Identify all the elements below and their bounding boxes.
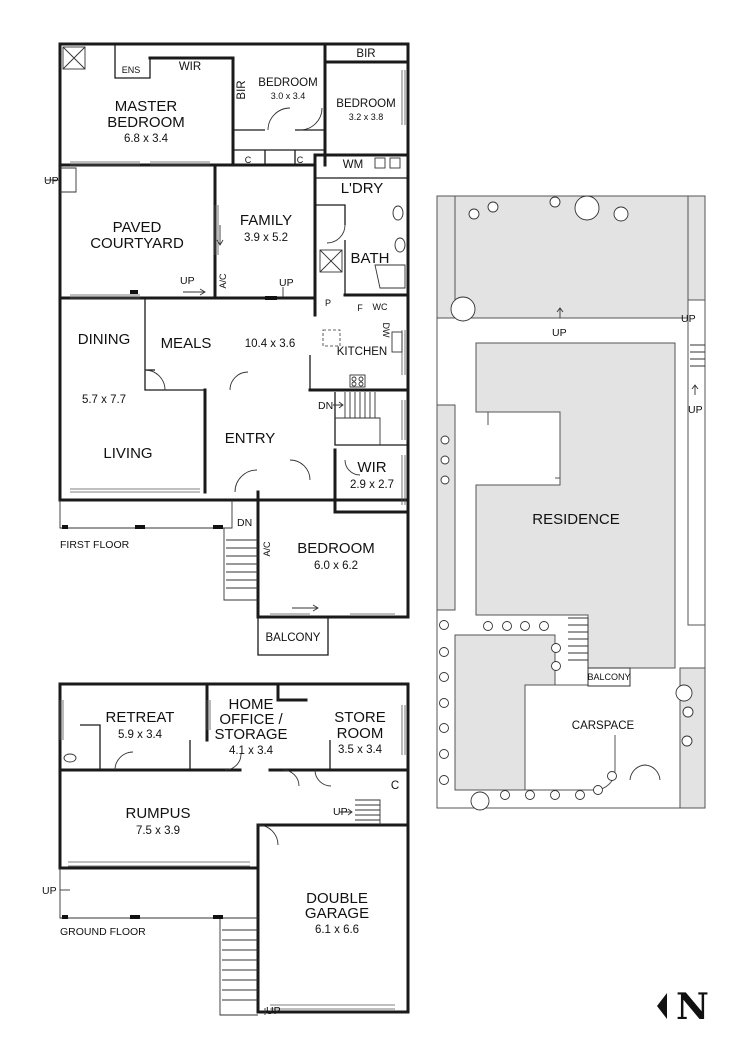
dn-label-2: DN — [237, 517, 252, 529]
bir-side-label: BIR — [236, 80, 248, 99]
stairs-first-floor — [335, 392, 381, 445]
first-floor-title: FIRST FLOOR — [60, 539, 130, 551]
master-bedroom-label-2: BEDROOM — [107, 114, 185, 131]
first-floor-plan — [46, 42, 410, 656]
ens-label: ENS — [122, 65, 141, 75]
wm-label: WM — [343, 159, 363, 171]
shower-tray — [62, 46, 86, 70]
site-plan-labels: RESIDENCE CARSPACE BALCONY UP UP UP — [532, 313, 702, 732]
bedroom2-dim: 3.0 x 3.4 — [271, 91, 306, 101]
up-label-1: UP — [44, 175, 59, 187]
retreat-label: RETREAT — [106, 709, 175, 726]
site-plan — [436, 195, 706, 811]
store-label-1: STORE — [334, 709, 385, 726]
first-floor-labels: ENS WIR BIR BIR MASTER BEDROOM 6.8 x 3.4… — [44, 48, 396, 644]
stairs-down-first — [223, 528, 258, 601]
garage-dim: 6.1 x 6.6 — [315, 924, 359, 936]
ground-floor-title: GROUND FLOOR — [60, 926, 146, 938]
pantry-label: P — [325, 298, 331, 308]
bath-label: BATH — [351, 250, 390, 267]
stairs-garage — [219, 918, 258, 1016]
master-bedroom-label-1: MASTER — [115, 98, 178, 115]
bedroom2-label: BEDROOM — [258, 77, 317, 89]
wir-top-label: WIR — [179, 61, 201, 73]
dn-label-1: DN — [318, 400, 333, 412]
north-letter: N — [676, 986, 709, 1028]
fridge-label: F — [357, 303, 363, 313]
garage-label-1: DOUBLE — [306, 890, 368, 907]
office-label-3: STORAGE — [214, 726, 287, 743]
store-dim: 3.5 x 3.4 — [338, 744, 383, 756]
ground-up-label-1: UP — [333, 806, 348, 818]
living-dim: 5.7 x 7.7 — [82, 394, 126, 406]
site-up-label-3: UP — [688, 404, 703, 416]
up-label-3: UP — [279, 277, 294, 289]
ground-floor-labels: RETREAT 5.9 x 3.4 HOME OFFICE / STORAGE … — [42, 696, 399, 1017]
entry-label: ENTRY — [225, 430, 276, 447]
wc-label: WC — [373, 302, 388, 312]
bir-top-label: BIR — [356, 48, 375, 60]
ground-floor-plan — [58, 682, 410, 1016]
meals-label: MEALS — [161, 335, 212, 352]
living-label: LIVING — [103, 445, 152, 462]
carspace-label: CARSPACE — [572, 720, 635, 732]
dw-label: DW — [381, 323, 391, 338]
site-up-label-2: UP — [681, 313, 696, 325]
stairs-ground-floor — [355, 799, 381, 825]
family-label: FAMILY — [240, 212, 292, 229]
bedroom3-dim: 3.2 x 3.8 — [349, 112, 384, 122]
family-dim: 3.9 x 5.2 — [244, 232, 288, 244]
site-trees — [439, 195, 694, 811]
office-label-1: HOME — [229, 696, 274, 713]
laundry-label: L'DRY — [341, 180, 384, 197]
kitchen-label: KITCHEN — [337, 346, 387, 358]
ac-label-2: A/C — [262, 541, 272, 557]
cupboard-ground-label: C — [391, 780, 399, 792]
store-label-2: ROOM — [337, 725, 384, 742]
courtyard-label-1: PAVED — [113, 219, 162, 236]
residence-label: RESIDENCE — [532, 511, 620, 528]
wir-dim: 2.9 x 2.7 — [350, 479, 394, 491]
north-pointer-icon — [657, 993, 667, 1019]
rumpus-label: RUMPUS — [125, 805, 190, 822]
wir-label: WIR — [357, 459, 386, 476]
office-label-2: OFFICE / — [219, 711, 283, 728]
bedroom-label: BEDROOM — [297, 540, 375, 557]
rumpus-dim: 7.5 x 3.9 — [136, 825, 180, 837]
ground-up-label-2: UP — [42, 885, 57, 897]
retreat-dim: 5.9 x 3.4 — [118, 729, 163, 741]
courtyard-label-2: COURTYARD — [90, 235, 184, 252]
site-balcony-label: BALCONY — [587, 672, 630, 682]
dining-label: DINING — [78, 331, 131, 348]
cupboard-label-2: C — [297, 155, 304, 165]
garage-label-2: GARAGE — [305, 905, 369, 922]
ground-up-label-3: UP — [266, 1005, 281, 1017]
site-up-label-1: UP — [552, 327, 567, 339]
office-dim: 4.1 x 3.4 — [229, 745, 274, 757]
balcony-label: BALCONY — [266, 632, 321, 644]
bedroom-dim: 6.0 x 6.2 — [314, 560, 358, 572]
meals-dim: 10.4 x 3.6 — [245, 338, 296, 350]
ac-label-1: A/C — [218, 273, 228, 289]
up-label-2: UP — [180, 275, 195, 287]
cupboard-label-1: C — [245, 155, 252, 165]
bedroom3-label: BEDROOM — [336, 98, 395, 110]
master-bedroom-dim: 6.8 x 3.4 — [124, 133, 169, 145]
north-arrow: N — [657, 986, 709, 1028]
